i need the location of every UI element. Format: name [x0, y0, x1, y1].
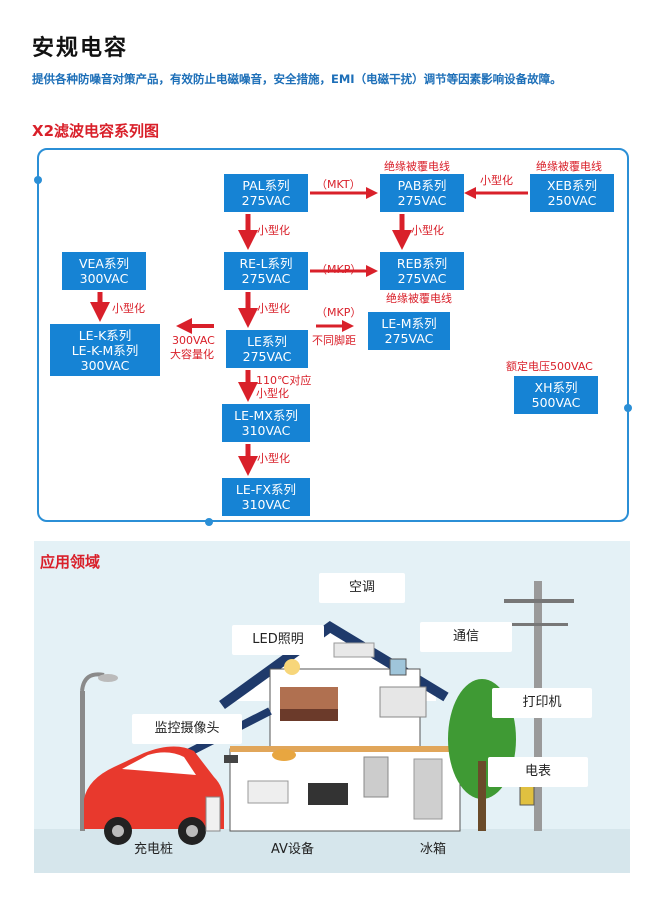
box-vea-name: VEA系列 [78, 256, 129, 271]
frame-dot-right [624, 404, 632, 412]
box-pal: PAL系列 275VAC [224, 174, 308, 212]
box-lemx: LE-MX系列 310VAC [222, 404, 310, 442]
box-lefx-voltage: 310VAC [241, 497, 291, 512]
camera-icon [224, 755, 238, 763]
box-xeb-name: XEB系列 [546, 178, 598, 193]
label-rated-500vac: 额定电压500VAC [506, 360, 593, 373]
box-xh: XH系列 500VAC [514, 376, 598, 414]
label-insulated-reb: 绝缘被覆电线 [386, 292, 452, 305]
label-mkt: （MKT） [316, 178, 361, 191]
label-mini-xeb: 小型化 [480, 174, 513, 187]
box-le-name: LE系列 [247, 334, 287, 349]
label-110c: 110℃对应 [256, 374, 312, 387]
box-lefx: LE-FX系列 310VAC [222, 478, 310, 516]
app-label-printer: 打印机 [492, 688, 592, 718]
page-title: 安规电容 [32, 36, 129, 61]
app-label-camera: 监控摄像头 [132, 714, 242, 744]
box-pab: PAB系列 275VAC [380, 174, 464, 212]
box-reb: REB系列 275VAC [380, 252, 464, 290]
box-lek: LE-K系列 LE-K-M系列 300VAC [50, 324, 160, 376]
box-lemx-voltage: 310VAC [241, 423, 291, 438]
box-xeb: XEB系列 250VAC [530, 174, 614, 212]
application-heading: 应用领域 [40, 553, 101, 571]
app-label-led-lighting: LED照明 [232, 625, 324, 655]
box-xh-name: XH系列 [534, 380, 578, 395]
box-lem-name: LE-M系列 [381, 316, 437, 331]
series-diagram-frame [37, 148, 629, 522]
label-mini-vea: 小型化 [112, 302, 145, 315]
box-rel-voltage: 275VAC [241, 271, 291, 286]
box-lek-name: LE-K系列 [78, 327, 132, 343]
intro-text: 提供各种防噪音对策产品，有效防止电磁噪音，安全措施，EMI（电磁干扰）调节等因素… [32, 72, 562, 86]
tv-icon [308, 783, 348, 805]
box-reb-name: REB系列 [396, 256, 448, 271]
box-lek-voltage: 300VAC [80, 357, 130, 373]
label-insulated-pab: 绝缘被覆电线 [384, 160, 450, 173]
box-lek-name2: LE-K-M系列 [71, 342, 139, 358]
label-pitch: 不同脚距 [312, 334, 356, 347]
box-vea-voltage: 300VAC [79, 271, 129, 286]
box-vea: VEA系列 300VAC [62, 252, 146, 290]
app-label-telecom: 通信 [420, 622, 512, 652]
box-rel-name: RE-L系列 [239, 256, 293, 271]
frame-dot-left [34, 176, 42, 184]
label-mkp-rel: （MKP） [316, 263, 362, 276]
app-label-air-conditioner: 空调 [319, 573, 405, 603]
label-mini-le: 小型化 [256, 387, 289, 400]
box-lemx-name: LE-MX系列 [234, 408, 298, 423]
label-300vac: 300VAC [172, 334, 215, 347]
box-lefx-name: LE-FX系列 [235, 482, 297, 497]
fridge-icon [363, 756, 389, 798]
box-pal-name: PAL系列 [242, 178, 290, 193]
app-label-charger: 充电桩 [134, 842, 174, 857]
label-mini-pab: 小型化 [411, 224, 444, 237]
box-pab-voltage: 275VAC [397, 193, 447, 208]
box-xeb-voltage: 250VAC [547, 193, 597, 208]
ground [34, 829, 630, 873]
label-mini-rel: 小型化 [257, 302, 290, 315]
car-icon [84, 746, 224, 845]
street-lamp-icon [80, 672, 118, 831]
box-le: LE系列 275VAC [226, 330, 308, 368]
box-xh-voltage: 500VAC [531, 395, 581, 410]
air-conditioner-icon [333, 642, 375, 658]
app-label-meter: 电表 [488, 757, 588, 787]
box-lem: LE-M系列 275VAC [368, 312, 450, 350]
label-mini-lemx: 小型化 [257, 452, 290, 465]
label-mkp-le: （MKP） [316, 306, 362, 319]
box-lem-voltage: 275VAC [384, 331, 434, 346]
charger-icon [205, 796, 221, 832]
diagram-arrows [90, 187, 528, 476]
box-pal-voltage: 275VAC [241, 193, 291, 208]
app-label-fridge: 冰箱 [420, 842, 447, 857]
box-pab-name: PAB系列 [397, 178, 447, 193]
label-mini-pal: 小型化 [257, 224, 290, 237]
frame-dot-bottom [205, 518, 213, 526]
label-insulated-xeb: 绝缘被覆电线 [536, 160, 602, 173]
label-bigcap: 大容量化 [170, 348, 214, 361]
box-le-voltage: 275VAC [242, 349, 292, 364]
series-heading: X2滤波电容系列图 [32, 122, 160, 140]
box-reb-voltage: 275VAC [397, 271, 447, 286]
app-label-av: AV设备 [271, 842, 314, 857]
box-rel: RE-L系列 275VAC [224, 252, 308, 290]
